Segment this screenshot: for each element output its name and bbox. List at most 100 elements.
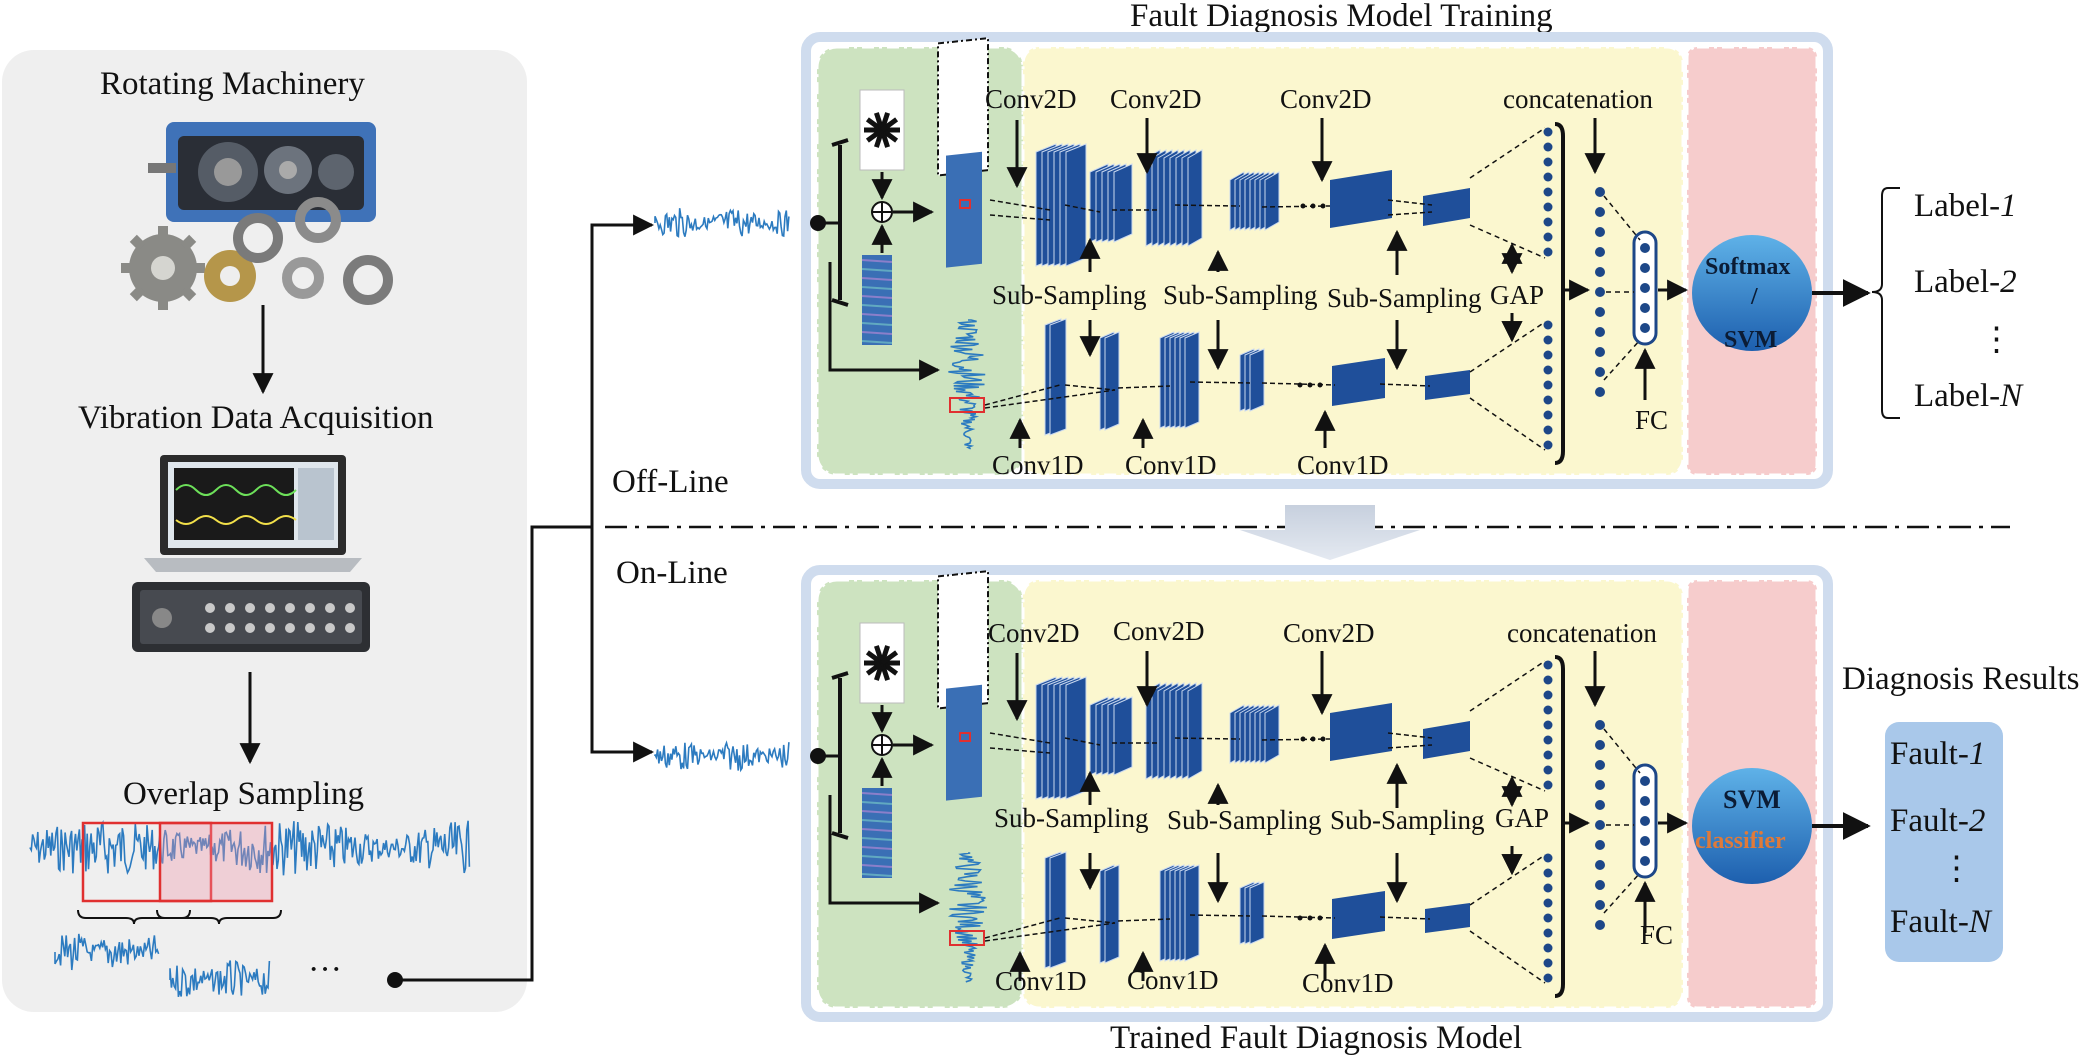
trained-gap-node-1d (1543, 913, 1553, 923)
top-gap-label: GAP (1490, 280, 1545, 310)
trained-subsample-stack-1 (1113, 696, 1133, 776)
training-gap-node-1d (1543, 380, 1553, 390)
bottom-conv1d-label-1: Conv1D (995, 966, 1087, 996)
svm-classifier-bottom-label: classifier (1695, 828, 1786, 854)
trained-conv2d-stack-2 (1187, 682, 1203, 780)
training-spectrogram-band (861, 304, 893, 308)
fault-label-2: Fault-2 (1890, 803, 1986, 839)
trained-concat-node (1595, 820, 1605, 830)
training-conv2d-dashed-link (989, 199, 1051, 211)
trained-model-frame (801, 565, 1833, 1022)
bottom-conv1d-label-3: Conv1D (1302, 968, 1394, 998)
top-conv1d-label-1: Conv1D (992, 450, 1084, 480)
connector-to-online (590, 527, 655, 763)
training-gap-node-1d (1543, 410, 1553, 420)
training-conv2d-stack-3 (1330, 170, 1392, 228)
trained-conv1d-dashed-link (1189, 914, 1251, 917)
trained-concat-node (1595, 800, 1605, 810)
vibration-data-acquisition-title: Vibration Data Acquisition (78, 400, 434, 436)
training-gap-node-2d (1543, 217, 1553, 227)
trained-conv1d-pool-3 (1425, 903, 1470, 933)
trained-gap-node-2d (1543, 765, 1553, 775)
training-1d-signal (948, 319, 986, 450)
top-conv1d-label-2: Conv1D (1125, 450, 1217, 480)
top-subsampling-label-1: Sub-Sampling (992, 280, 1147, 310)
training-fc-node (1640, 323, 1650, 333)
trained-concat-node (1595, 880, 1605, 890)
trained-gap-node-2d (1543, 675, 1553, 685)
trained-gap-node-1d (1543, 883, 1553, 893)
top-fc-label: FC (1635, 405, 1669, 435)
trained-gap-node-2d (1543, 660, 1553, 670)
bottom-subsampling-label-1: Sub-Sampling (994, 803, 1149, 833)
training-conv2d-dashed-link (989, 214, 1051, 221)
trained-fc-node (1640, 816, 1650, 826)
training-spectrogram-band (861, 340, 893, 344)
training-conv2d-dashed-link (1387, 211, 1433, 216)
output-label-n: Label-N (1914, 378, 2023, 414)
training-subsample-stack-2 (1264, 171, 1280, 231)
training-concat-node (1595, 227, 1605, 237)
trained-polar-spoke (880, 650, 899, 666)
training-conv2d-stack-1 (1065, 143, 1087, 267)
training-conv1d-stack-2 (1184, 331, 1200, 429)
trained-spectrogram-band (861, 846, 893, 850)
trained-concat-node (1595, 860, 1605, 870)
trained-fc-node (1640, 776, 1650, 786)
training-fc-node (1640, 303, 1650, 313)
training-gap-link (1469, 397, 1546, 451)
trained-fused-image (946, 684, 982, 801)
training-conv1d-dashed-link (984, 384, 1061, 406)
training-spectrogram-band (861, 331, 893, 335)
training-gap-node-2d (1543, 172, 1553, 182)
offline-label: Off-Line (612, 464, 729, 500)
bottom-subsampling-label-2: Sub-Sampling (1167, 805, 1322, 835)
training-polar-spoke (880, 117, 899, 133)
training-concat-node (1595, 307, 1605, 317)
overlap-sampling-title: Overlap Sampling (123, 776, 365, 812)
trained-conv2d-dashed-link (1387, 732, 1433, 739)
trained-spectrogram-band (861, 873, 893, 877)
training-conv1d-dashed-link (1379, 383, 1431, 387)
training-conv1d-dashed-link (984, 389, 1116, 409)
training-to-1d-path (828, 262, 941, 381)
training-conv2d-dashed-link (1174, 204, 1241, 207)
trained-spectrogram-band (861, 801, 893, 805)
top-conv2d-label-2: Conv2D (1110, 84, 1202, 114)
trained-split-cap-top (831, 671, 849, 680)
trained-conv1d-dashed-link (984, 922, 1116, 942)
trained-concat-node (1595, 920, 1605, 930)
samples-ellipsis: ··· (308, 951, 342, 988)
training-gap-node-1d (1543, 395, 1553, 405)
training-conv1d-dashed-link (1117, 385, 1171, 389)
trained-concat-node (1595, 780, 1605, 790)
sampling-window-2 (158, 821, 274, 903)
trained-spectrogram-band (861, 828, 893, 832)
trained-concat-node (1595, 840, 1605, 850)
training-conv1d-stack-1 (1049, 318, 1067, 436)
training-gap-node-1d (1543, 350, 1553, 360)
top-conv1d-label-3: Conv1D (1297, 450, 1389, 480)
training-gap-link (1469, 127, 1546, 179)
trained-gap-link (1469, 757, 1546, 792)
trained-concat-node (1595, 740, 1605, 750)
training-conv1d-pool-3 (1425, 370, 1470, 400)
training-gap-node-2d (1543, 232, 1553, 242)
output-label-2: Label-2 (1914, 264, 2017, 300)
trained-subsample-stack-3 (1423, 721, 1470, 759)
trained-conv1d-dashed-link (1117, 918, 1171, 922)
connector-to-offline (395, 214, 655, 982)
top-conv2d-label-3: Conv2D (1280, 84, 1372, 114)
trained-spectrogram-band (861, 819, 893, 823)
fault-label-1: Fault-1 (1890, 736, 1986, 772)
trained-spectrogram-band (861, 792, 893, 796)
training-split-cap-bottom (831, 298, 849, 307)
trained-gap-link (1469, 854, 1546, 906)
training-classifier-circle (1692, 235, 1812, 351)
diagnosis-results-title: Diagnosis Results (1842, 661, 2080, 697)
training-spectrogram-band (861, 322, 893, 326)
svm-classifier-top-label: SVM (1723, 785, 1781, 814)
training-concat-node (1595, 287, 1605, 297)
trained-gap-node-1d (1543, 958, 1553, 968)
training-conv1d-pool-2 (1249, 348, 1265, 412)
